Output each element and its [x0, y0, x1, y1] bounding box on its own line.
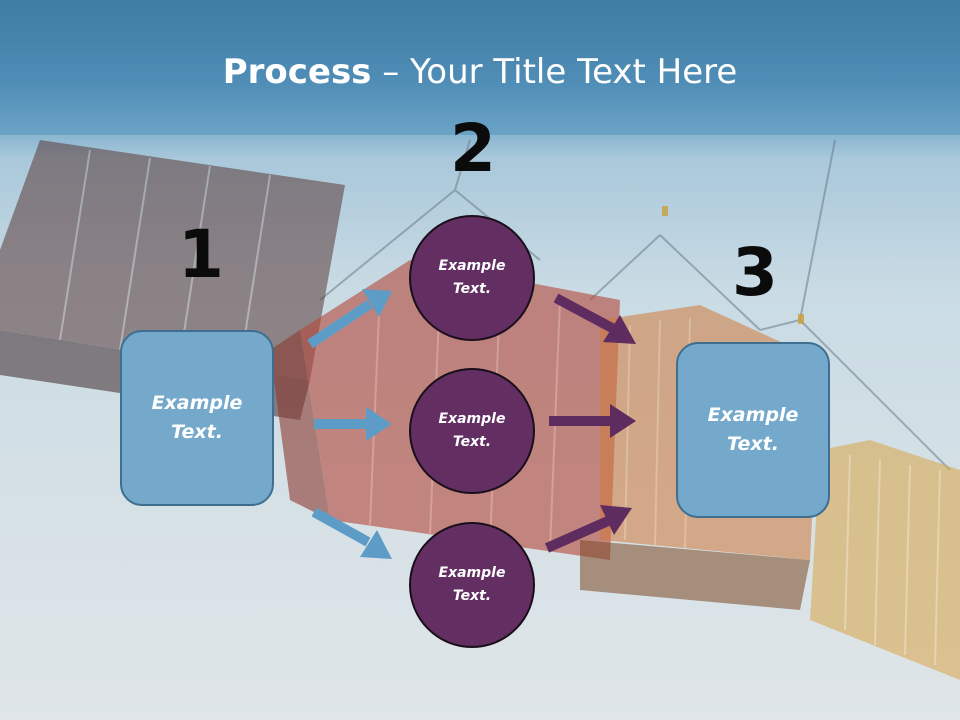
- circle-bottom: Example Text.: [409, 522, 535, 648]
- circle-top: Example Text.: [409, 215, 535, 341]
- blue-arrow-up: [307, 289, 392, 349]
- circle-middle: Example Text.: [409, 368, 535, 494]
- step-number-1: 1: [178, 216, 224, 293]
- title-bold: Process: [222, 52, 372, 92]
- purple-arrow-middle: [549, 404, 636, 438]
- purple-arrow-down: [553, 293, 636, 344]
- purple-arrow-up: [544, 505, 632, 553]
- left-box: Example Text.: [120, 330, 274, 506]
- step-number-2: 2: [450, 110, 496, 187]
- slide-title: Process – Your Title Text Here: [0, 52, 960, 92]
- title-band: [0, 0, 960, 135]
- blue-arrow-middle: [314, 407, 392, 441]
- blue-arrow-down: [311, 507, 392, 559]
- title-rest: – Your Title Text Here: [371, 52, 738, 92]
- step-number-3: 3: [732, 234, 778, 311]
- right-box: Example Text.: [676, 342, 830, 518]
